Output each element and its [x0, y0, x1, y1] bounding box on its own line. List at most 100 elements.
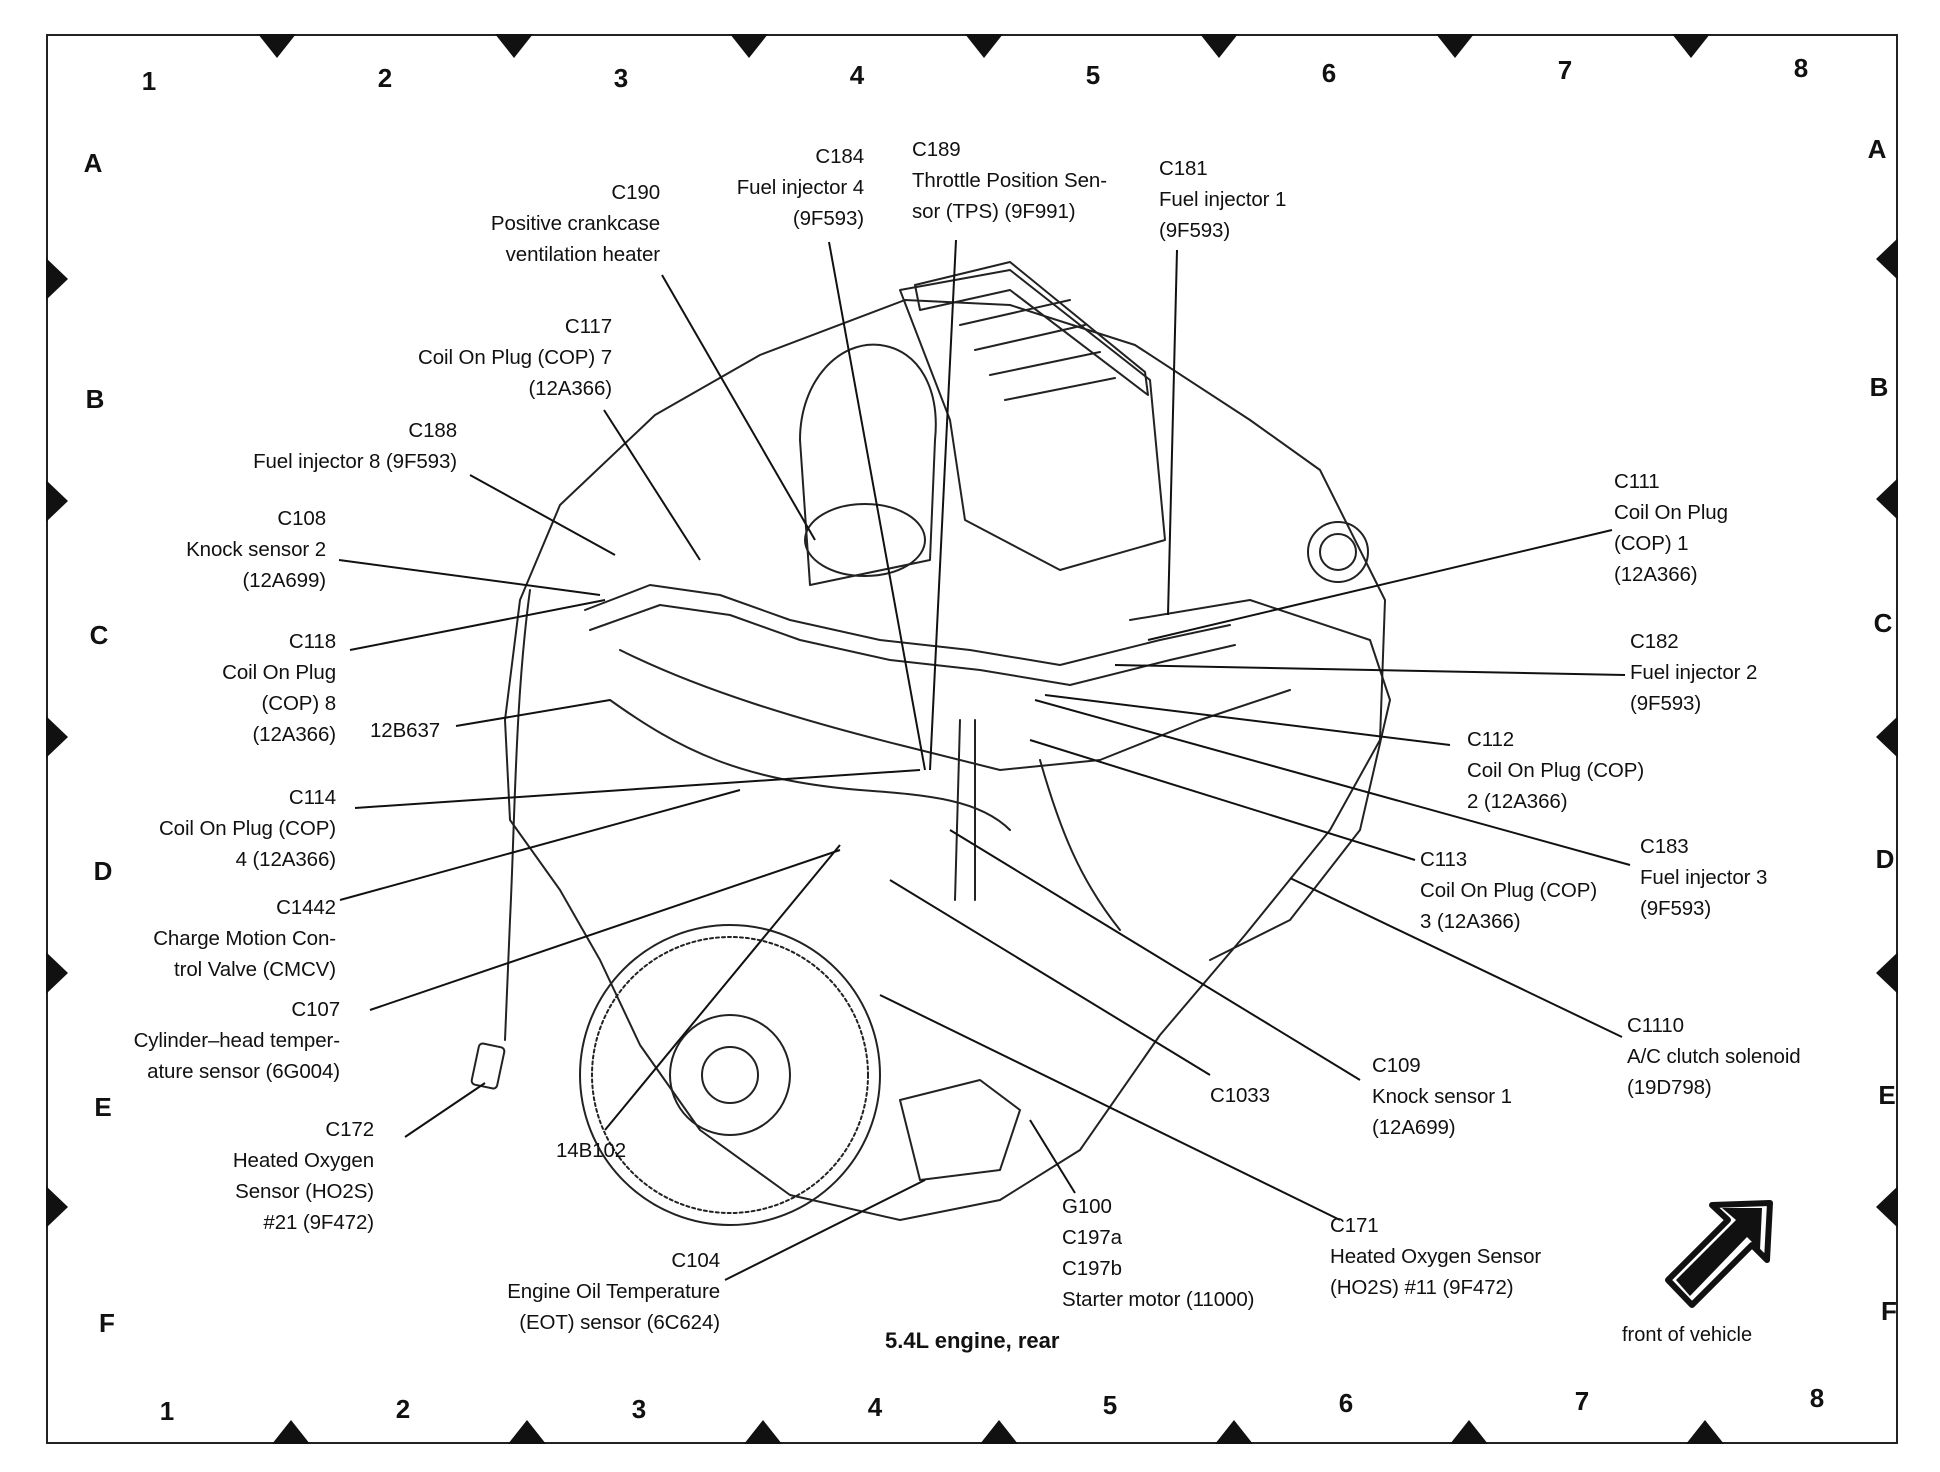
diagram-sheet [46, 34, 1898, 1444]
grid-col-bottom-5: 5 [1102, 1390, 1118, 1420]
tick-bottom [1686, 1420, 1724, 1444]
tick-top [495, 34, 533, 58]
leader-c184 [828, 241, 926, 771]
diagram-caption: 5.4L engine, rear [885, 1328, 1060, 1353]
grid-col-bottom-7: 7 [1574, 1386, 1590, 1416]
grid-col-top-3: 3 [613, 63, 629, 93]
valve-cover-right [1129, 599, 1391, 961]
front-arrow-icon [1665, 1200, 1773, 1308]
tick-left [46, 1186, 68, 1228]
grid-row-right-C: C [1873, 608, 1893, 638]
leader-c1110 [1289, 877, 1623, 1038]
engine-drawing [470, 261, 1391, 1226]
tick-right [1876, 716, 1898, 758]
callout-g100: G100 C197a C197b Starter motor (11000) [1062, 1195, 1255, 1311]
leader-b12b637 [455, 699, 611, 727]
leader-c112 [1044, 694, 1451, 746]
leader-c190 [661, 274, 816, 541]
tick-left [46, 258, 68, 300]
grid-col-bottom-2: 2 [395, 1394, 411, 1424]
tick-top [965, 34, 1003, 58]
grid-col-top-7: 7 [1557, 55, 1573, 85]
grid-row-right-A: A [1867, 134, 1887, 164]
border-ticks [46, 34, 1898, 1444]
grid-col-top-2: 2 [377, 63, 393, 93]
callout-c118: C118 Coil On Plug (COP) 8 (12A366) [222, 630, 336, 746]
fuel-rail [584, 584, 1231, 666]
callout-c117: C117 Coil On Plug (COP) 7 (12A366) [418, 315, 612, 400]
tick-right [1876, 1186, 1898, 1228]
grid-col-bottom-1: 1 [159, 1396, 175, 1426]
grid-row-right-D: D [1875, 844, 1895, 874]
tick-left [46, 716, 68, 758]
front-of-vehicle-label: front of vehicle [1622, 1324, 1753, 1346]
callout-c111: C111 Coil On Plug (COP) 1 (12A366) [1614, 470, 1728, 586]
intake-box-top [914, 261, 1149, 396]
leader-c118 [349, 599, 606, 651]
tick-right [1876, 952, 1898, 994]
leader-c114 [354, 769, 921, 809]
throttle-bore [804, 503, 926, 577]
leader-c1442 [339, 789, 741, 901]
leader-c182 [1114, 664, 1626, 676]
grid-row-left-B: B [85, 384, 105, 414]
grid-col-bottom-3: 3 [631, 1394, 647, 1424]
ho2s-connector [470, 1042, 506, 1090]
leader-c181 [1167, 249, 1178, 616]
callout-12b637: 12B637 [370, 719, 441, 742]
fuel-rail-lower [589, 604, 1236, 686]
leader-c117 [603, 409, 701, 561]
grid-col-top-5: 5 [1085, 60, 1101, 90]
tick-top [1672, 34, 1710, 58]
callout-c107: C107 Cylinder–head temper- ature sensor … [133, 998, 341, 1083]
leader-c108 [338, 559, 601, 596]
grid-row-left-E: E [94, 1092, 112, 1122]
oil-filler-cap-inner [1319, 533, 1357, 571]
tick-top [1200, 34, 1238, 58]
grid-row-left-A: A [83, 148, 103, 178]
grid-row-right-E: E [1878, 1080, 1896, 1110]
leader-c104 [724, 1179, 926, 1281]
engine-block-edges [954, 719, 1121, 931]
callout-c171: C171 Heated Oxygen Sensor (HO2S) #11 (9F… [1330, 1214, 1542, 1299]
tick-bottom [508, 1420, 546, 1444]
callout-c184: C184 Fuel injector 4 (9F593) [736, 145, 864, 230]
leader-c111 [1147, 529, 1613, 641]
harness-branch [609, 699, 1011, 831]
callout-c181: C181 Fuel injector 1 (9F593) [1159, 157, 1287, 242]
callout-c109: C109 Knock sensor 1 (12A699) [1372, 1054, 1512, 1139]
callout-c190: C190 Positive crankcase ventilation heat… [490, 181, 660, 266]
leader-g100 [1029, 1119, 1076, 1194]
tick-right [1876, 478, 1898, 520]
callout-c1033: C1033 [1210, 1084, 1270, 1107]
callout-c104: C104 Engine Oil Temperature (EOT) sensor… [507, 1249, 720, 1334]
flywheel [579, 924, 881, 1226]
callout-c1110: C1110 A/C clutch solenoid (19D798) [1627, 1014, 1801, 1099]
o2-sensor-wire [504, 589, 531, 1041]
grid-row-right-B: B [1869, 372, 1889, 402]
tick-left [46, 480, 68, 522]
grid-row-left-C: C [89, 620, 109, 650]
tick-bottom [744, 1420, 782, 1444]
callout-c172: C172 Heated Oxygen Sensor (HO2S) #21 (9F… [232, 1118, 374, 1234]
leader-b14b102 [604, 844, 841, 1131]
starter-motor [899, 1079, 1021, 1181]
grid-col-bottom-4: 4 [867, 1392, 883, 1422]
grid-col-bottom-6: 6 [1338, 1388, 1354, 1418]
leader-c171 [879, 994, 1341, 1221]
leader-c113 [1029, 739, 1416, 861]
wiring-harness [619, 649, 1291, 771]
grid-col-top-6: 6 [1321, 58, 1337, 88]
flywheel-center [701, 1046, 759, 1104]
intake-ribs [959, 299, 1116, 401]
grid-col-bottom-8: 8 [1809, 1383, 1825, 1413]
leader-c109 [949, 829, 1361, 1081]
leader-c172 [404, 1082, 486, 1138]
tick-top [258, 34, 296, 58]
leader-c183 [1034, 699, 1631, 866]
callout-c183: C183 Fuel injector 3 (9F593) [1640, 835, 1768, 920]
grid-col-top-1: 1 [141, 66, 157, 96]
callout-c113: C113 Coil On Plug (COP) 3 (12A366) [1420, 848, 1598, 933]
tick-bottom [1215, 1420, 1253, 1444]
